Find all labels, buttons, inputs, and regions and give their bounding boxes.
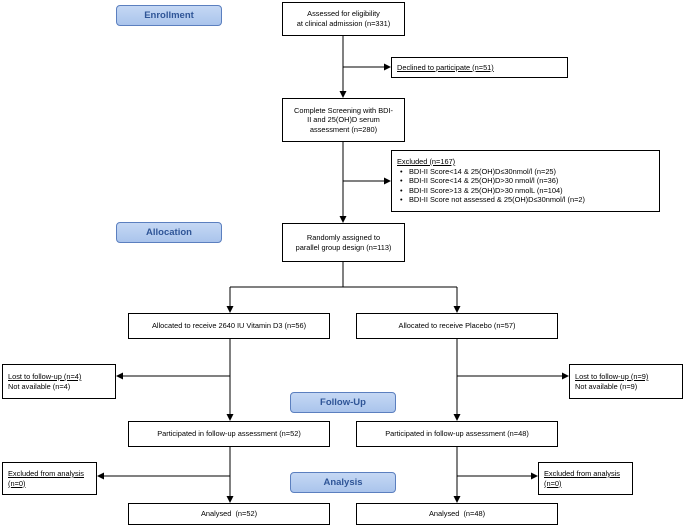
placebo-excluded-title: Excluded from analysis <box>544 468 620 478</box>
vitamin-analysed-box: Analysed (n=52) <box>128 503 330 525</box>
stage-allocation-label: Allocation <box>146 227 192 238</box>
vitamin-analysed-text: Analysed (n=52) <box>200 509 258 519</box>
stage-follow-up-label: Follow-Up <box>320 397 366 408</box>
declined-text: Declined to participate (n=51) <box>397 62 494 72</box>
randomized-box: Randomly assigned to parallel group desi… <box>282 223 405 262</box>
placebo-followup-text: Participated in follow-up assessment (n=… <box>385 429 529 439</box>
vitamin-excluded-title: Excluded from analysis <box>8 468 84 478</box>
vitamin-lost-title: Lost to follow-up (n=4) <box>8 371 82 381</box>
excluded-item: BDI-II Score<14 & 25(OH)D≤30nmol/l (n=25… <box>400 167 659 177</box>
placebo-followup-box: Participated in follow-up assessment (n=… <box>356 421 558 447</box>
stage-follow-up: Follow-Up <box>290 392 396 413</box>
randomized-line-1: Randomly assigned to <box>306 232 381 242</box>
placebo-analysed-box: Analysed (n=48) <box>356 503 558 525</box>
excluded-box: Excluded (n=167) BDI-II Score<14 & 25(OH… <box>391 150 660 212</box>
stage-analysis: Analysis <box>290 472 396 493</box>
stage-enrollment: Enrollment <box>116 5 222 26</box>
screening-box: Complete Screening with BDI- II and 25(O… <box>282 98 405 142</box>
assessed-line-1: Assessed for eligibility <box>307 9 380 19</box>
vitamin-allocated-box: Allocated to receive 2640 IU Vitamin D3 … <box>128 313 330 339</box>
excluded-title: Excluded (n=167) <box>397 157 456 167</box>
placebo-lost-box: Lost to follow-up (n=9) Not available (n… <box>569 364 683 399</box>
placebo-lost-detail: Not available (n=9) <box>575 381 638 391</box>
placebo-excluded-n: (n=0) <box>544 478 562 488</box>
placebo-allocated-text: Allocated to receive Placebo (n=57) <box>398 321 516 331</box>
vitamin-allocated-text: Allocated to receive 2640 IU Vitamin D3 … <box>151 321 307 331</box>
excluded-item: BDI-II Score>13 & 25(OH)D>30 nmolL (n=10… <box>400 186 659 196</box>
assessed-line-2: at clinical admission (n=331) <box>296 19 391 28</box>
placebo-allocated-box: Allocated to receive Placebo (n=57) <box>356 313 558 339</box>
screening-line-2: II and 25(OH)D serum <box>307 115 380 125</box>
assessed-box: Assessed for eligibility at clinical adm… <box>282 2 405 36</box>
vitamin-followup-text: Participated in follow-up assessment (n=… <box>157 429 301 439</box>
stage-allocation: Allocation <box>116 222 222 243</box>
placebo-excluded-box: Excluded from analysis (n=0) <box>538 462 633 495</box>
randomized-line-2: parallel group design (n=113) <box>295 242 392 252</box>
placebo-analysed-text: Analysed (n=48) <box>428 509 486 519</box>
excluded-item: BDI-II Score not assessed & 25(OH)D≤30nm… <box>400 195 659 205</box>
vitamin-lost-box: Lost to follow-up (n=4) Not available (n… <box>2 364 116 399</box>
stage-enrollment-label: Enrollment <box>144 10 194 21</box>
placebo-lost-title: Lost to follow-up (n=9) <box>575 371 649 381</box>
vitamin-followup-box: Participated in follow-up assessment (n=… <box>128 421 330 447</box>
vitamin-excluded-box: Excluded from analysis (n=0) <box>2 462 97 495</box>
excluded-item: BDI-II Score<14 & 25(OH)D>30 nmol/l (n=3… <box>400 176 659 186</box>
excluded-list: BDI-II Score<14 & 25(OH)D≤30nmol/l (n=25… <box>397 167 659 205</box>
vitamin-lost-detail: Not available (n=4) <box>8 381 71 391</box>
declined-box: Declined to participate (n=51) <box>391 57 568 78</box>
screening-line-1: Complete Screening with BDI- <box>294 105 393 115</box>
screening-line-3: assessment (n=280) <box>309 124 378 134</box>
vitamin-excluded-n: (n=0) <box>8 478 26 488</box>
stage-analysis-label: Analysis <box>323 477 363 488</box>
